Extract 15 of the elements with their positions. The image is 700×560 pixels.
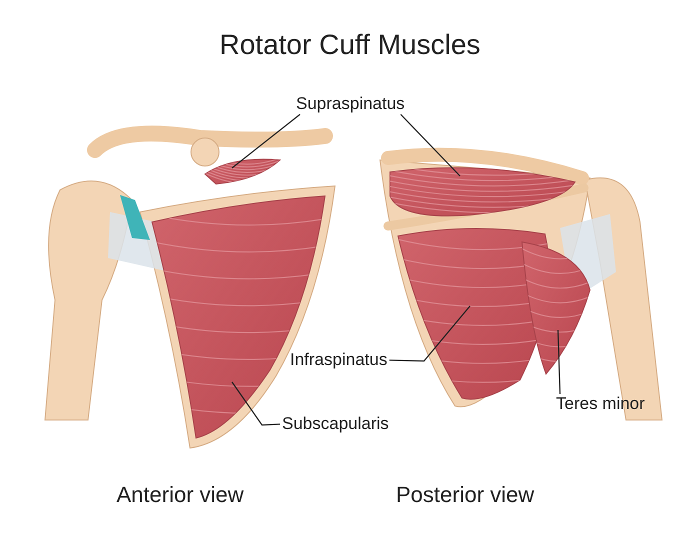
leader-line	[389, 306, 470, 362]
muscle-part	[204, 158, 280, 184]
muscle-label: Supraspinatus	[296, 94, 405, 114]
view-caption: Posterior view	[396, 482, 534, 508]
muscle-part	[390, 167, 576, 216]
muscle-label: Subscapularis	[282, 414, 389, 434]
view-caption: Anterior view	[116, 482, 244, 508]
diagram-title: Rotator Cuff Muscles	[220, 28, 480, 62]
leader-line	[232, 382, 280, 426]
muscle-label: Infraspinatus	[290, 350, 388, 370]
muscle-label: Teres minor	[556, 394, 645, 414]
leader-line	[557, 330, 561, 394]
leader-line	[400, 114, 460, 176]
muscle-part	[522, 242, 590, 374]
leader-line	[232, 114, 300, 168]
